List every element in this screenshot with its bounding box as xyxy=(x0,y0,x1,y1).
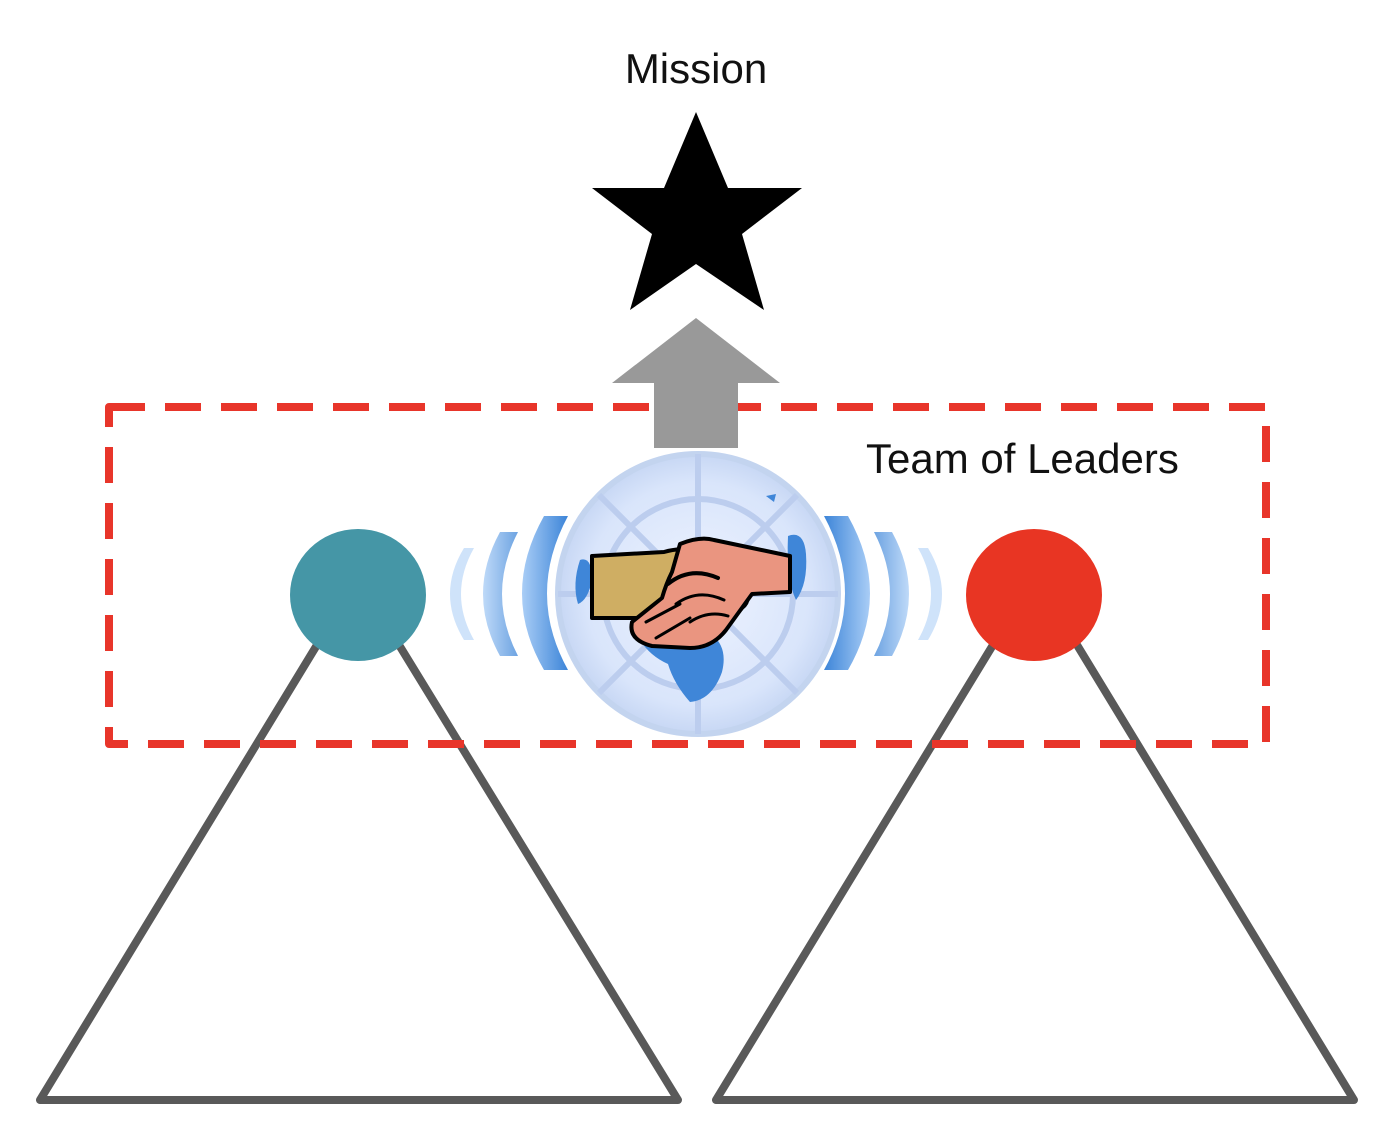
mission-label: Mission xyxy=(624,45,768,92)
team-label: Team of Leaders xyxy=(866,435,1179,482)
up-arrow-icon xyxy=(612,318,780,448)
star-icon xyxy=(592,112,802,310)
left-hierarchy-triangle xyxy=(36,636,682,1104)
right-hierarchy-triangle xyxy=(712,636,1358,1104)
left-leader-node xyxy=(290,529,426,661)
right-leader-node xyxy=(966,529,1102,661)
handshake-globe-icon xyxy=(450,451,942,737)
